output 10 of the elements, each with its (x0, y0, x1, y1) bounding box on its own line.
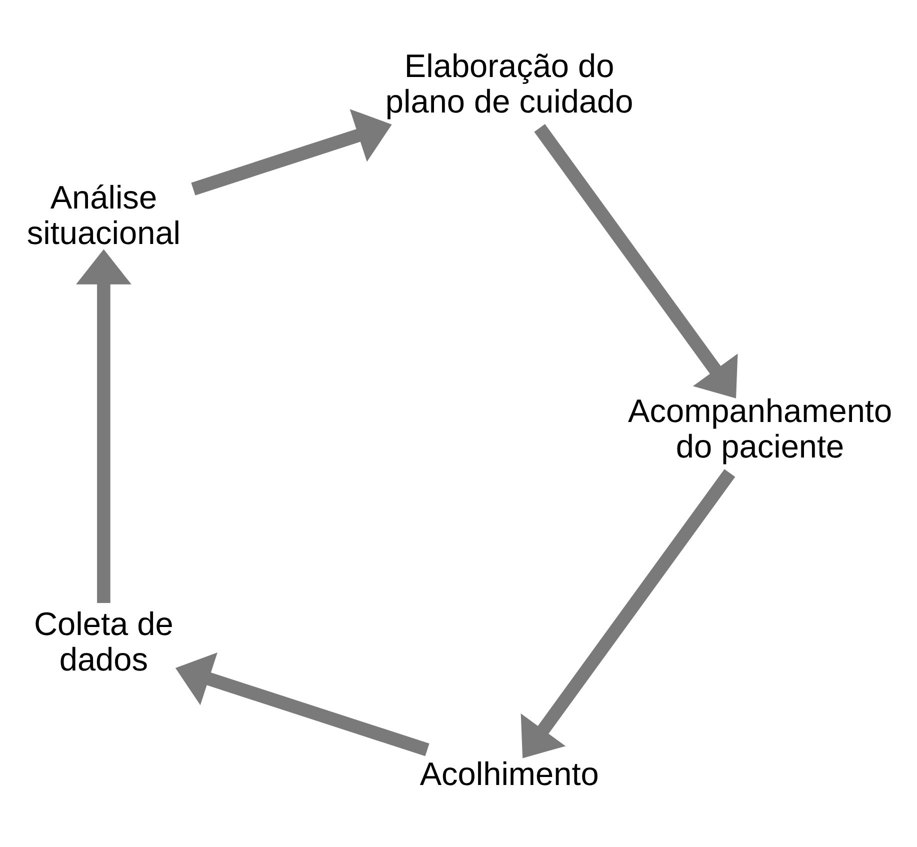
arrow (175, 652, 430, 756)
node-text: Análise situacional (26, 179, 181, 251)
arrow (520, 468, 736, 758)
node-text: Acompanhamento do paciente (628, 392, 892, 464)
arrow (534, 124, 738, 398)
node-text: Elaboração do plano de cuidado (385, 47, 634, 119)
node-text: Acolhimento (420, 755, 599, 792)
node-text: Coleta de dados (34, 606, 174, 678)
arrow (191, 108, 392, 195)
arrow (76, 248, 132, 602)
